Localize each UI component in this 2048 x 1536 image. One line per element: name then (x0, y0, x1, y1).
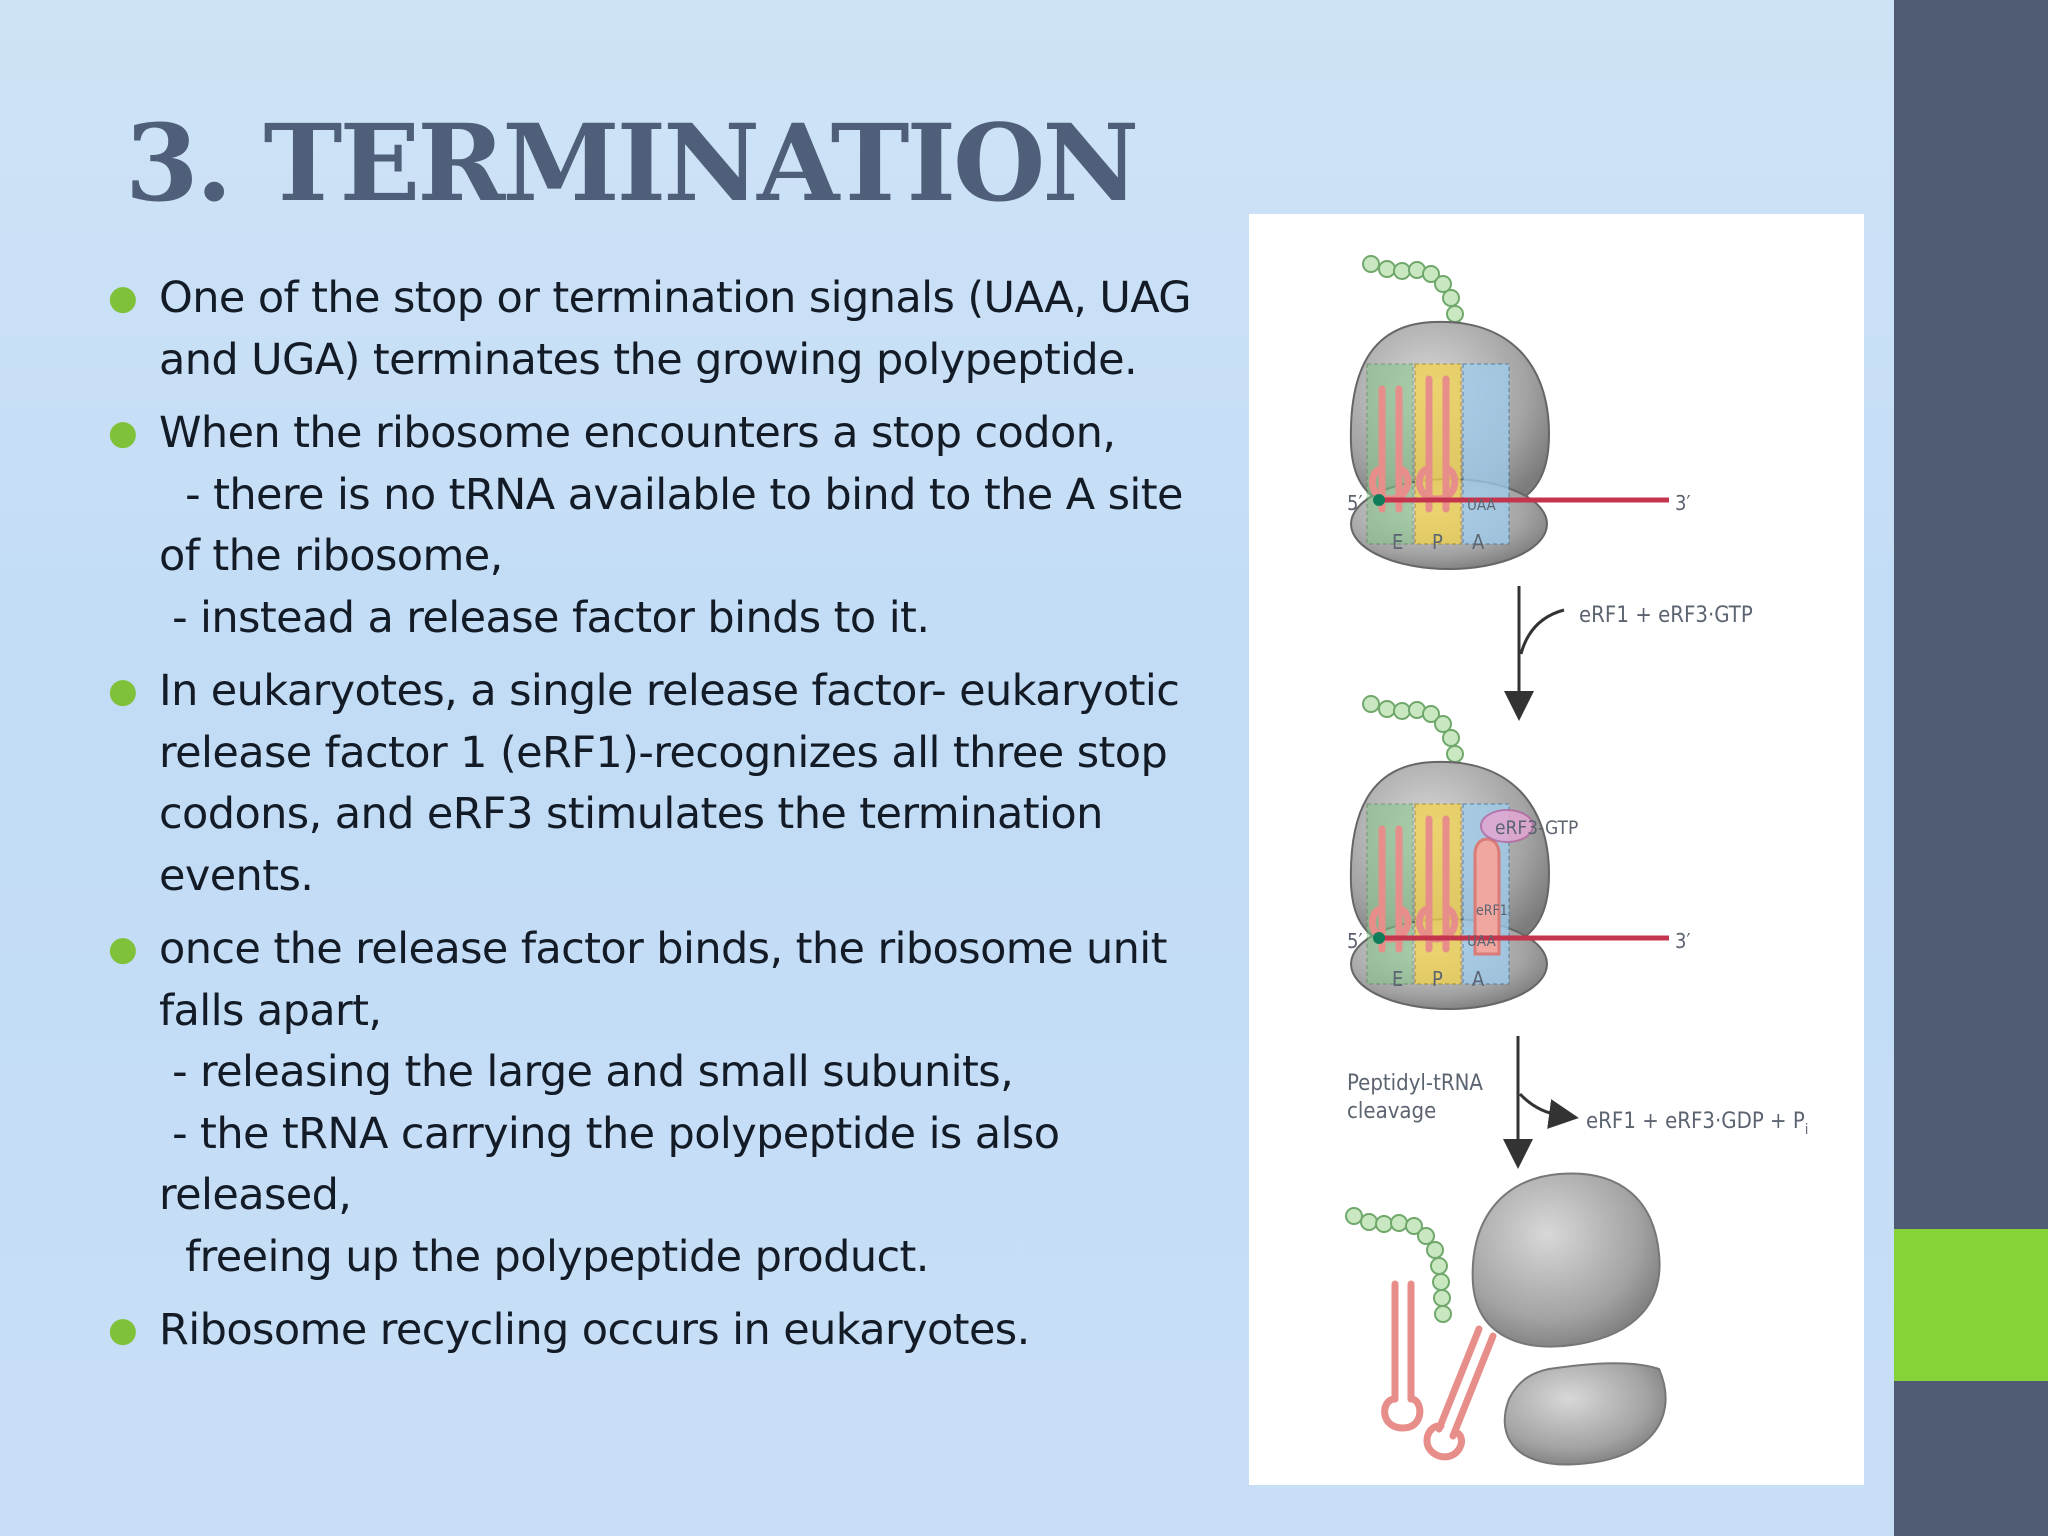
svg-text:E: E (1392, 530, 1403, 554)
svg-text:5′: 5′ (1347, 491, 1363, 515)
bullet-item: ● once the release factor binds, the rib… (108, 919, 1198, 1288)
released-small-subunit (1503, 1362, 1667, 1466)
e-site (1366, 803, 1414, 985)
bullet-item: ● When the ribosome encounters a stop co… (108, 403, 1198, 649)
erf1-factor (1473, 837, 1501, 956)
bullet-item: ● One of the stop or termination signals… (108, 268, 1198, 391)
released-trna (1381, 1280, 1497, 1461)
released-peptide (1345, 1207, 1452, 1323)
svg-text:E: E (1392, 967, 1403, 991)
svg-text:P: P (1432, 530, 1443, 554)
svg-text:P: P (1432, 967, 1443, 991)
svg-text:UAA: UAA (1467, 932, 1497, 950)
released-large-subunit (1471, 1172, 1661, 1348)
svg-text:eRF3-GTP: eRF3-GTP (1495, 817, 1578, 839)
sidebar-accent (1894, 1229, 2048, 1381)
slide-title: 3. TERMINATION (125, 100, 1139, 225)
stage-1-ribosome: 5′ 3′ UAA E P A (1347, 255, 1691, 570)
erf3-gtp-factor (1480, 809, 1534, 843)
arrow-1: eRF1 + eRF3·GTP (1504, 586, 1753, 721)
p-site (1414, 363, 1462, 545)
svg-text:3′: 3′ (1675, 491, 1691, 515)
svg-text:eRF1 + eRF3·GDP + Pi: eRF1 + eRF3·GDP + Pi (1586, 1109, 1808, 1138)
svg-text:eRF1 + eRF3·GTP: eRF1 + eRF3·GTP (1579, 603, 1753, 628)
mrna-5-end (1373, 932, 1385, 944)
bullet-list: ● One of the stop or termination signals… (108, 268, 1198, 1374)
svg-text:eRF1: eRF1 (1476, 903, 1508, 919)
bullet-icon: ● (108, 1310, 138, 1350)
bullet-icon: ● (108, 671, 138, 711)
svg-text:A: A (1472, 530, 1485, 554)
svg-text:cleavage: cleavage (1347, 1099, 1436, 1124)
mrna-5-end (1373, 494, 1385, 506)
svg-text:UAA: UAA (1467, 496, 1497, 514)
bullet-icon: ● (108, 278, 138, 318)
svg-text:A: A (1472, 967, 1485, 991)
arrow-2: Peptidyl-tRNA cleavage eRF1 + eRF3·GDP +… (1347, 1036, 1808, 1169)
bullet-item: ● In eukaryotes, a single release factor… (108, 661, 1198, 907)
svg-text:Peptidyl-tRNA: Peptidyl-tRNA (1347, 1071, 1483, 1096)
stage-2-ribosome: 5′ 3′ eRF3-GTP eRF1 UAA E P A (1347, 695, 1691, 1010)
svg-text:3′: 3′ (1675, 929, 1691, 953)
svg-text:5′: 5′ (1347, 929, 1363, 953)
bullet-icon: ● (108, 413, 138, 453)
stage-3-released (1345, 1172, 1667, 1466)
a-site (1462, 363, 1510, 545)
e-site (1366, 363, 1414, 545)
p-site (1414, 803, 1462, 985)
bullet-item: ● Ribosome recycling occurs in eukaryote… (108, 1300, 1198, 1362)
termination-diagram: 5′ 3′ UAA E P A eRF1 + eRF3·GTP (1249, 214, 1864, 1485)
bullet-icon: ● (108, 929, 138, 969)
